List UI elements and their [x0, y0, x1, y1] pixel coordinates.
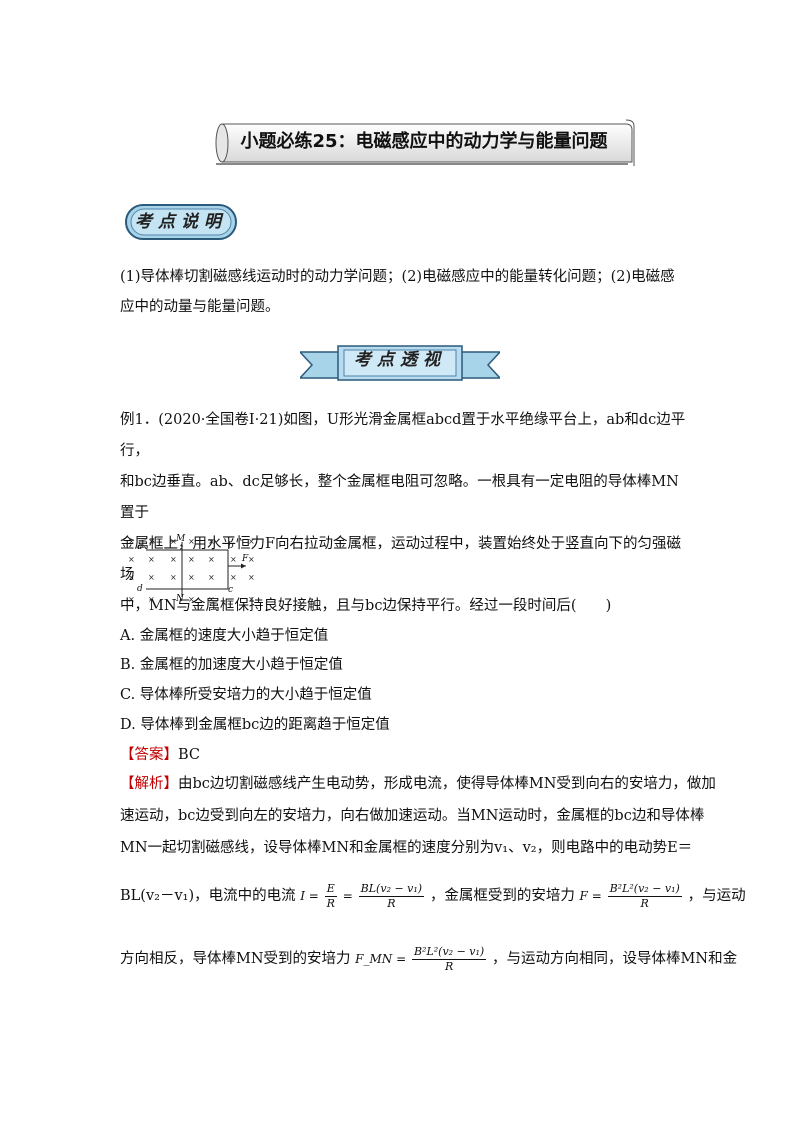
cross-mark: × — [188, 595, 195, 604]
answer-tag: 【答案】 — [120, 747, 178, 763]
section-badge-label: 考点说明 — [135, 212, 227, 232]
analysis-tag: 【解析】 — [120, 776, 178, 792]
fraction-num: E — [324, 882, 337, 897]
analysis-text-5b: ，与运动方向相同，设导体棒MN和金 — [492, 951, 738, 967]
fraction-den: R — [444, 960, 454, 973]
cross-mark: × — [248, 537, 255, 546]
circuit-figure: × × × × × × × × × × × × × × × × × × × × … — [126, 534, 266, 606]
cross-mark: × — [148, 555, 155, 564]
option-d: D. 导体棒到金属框bc边的距离趋于恒定值 — [120, 717, 390, 733]
cross-mark: × — [208, 537, 215, 546]
title-banner: 小题必练25：电磁感应中的动力学与能量问题 — [212, 118, 636, 168]
cross-mark: × — [128, 595, 135, 604]
cross-mark: × — [148, 595, 155, 604]
formula-force-mn-lhs: F_MN = — [355, 952, 407, 966]
cross-mark: × — [248, 595, 255, 604]
cross-mark: × — [230, 555, 237, 564]
section-badge-explain: 考点说明 — [124, 203, 238, 241]
cross-mark: × — [188, 555, 195, 564]
question-text-1: 如图，U形光滑金属框abcd置于水平绝缘平台上，ab和dc边平行， — [120, 412, 686, 459]
analysis-text-4a: BL(v₂－v₁)，电流中的电流 — [120, 888, 296, 904]
cross-mark: × — [208, 555, 215, 564]
force-arrow-head — [241, 563, 246, 569]
cross-mark: × — [230, 573, 237, 582]
cross-mark: × — [170, 555, 177, 564]
fraction: B²L²(v₂ − v₁)R — [607, 882, 682, 911]
label-a: a — [137, 542, 143, 552]
option-a: A. 金属框的速度大小趋于恒定值 — [120, 628, 329, 644]
analysis-text-4b: ，金属框受到的安培力 — [429, 888, 575, 904]
analysis-text-1: 由bc边切割磁感线产生电动势，形成电流，使得导体棒MN受到向右的安培力，做加 — [178, 776, 716, 792]
label-b: b — [228, 541, 234, 551]
cross-mark: × — [208, 595, 215, 604]
equals-sign: = — [342, 889, 353, 903]
cross-mark: × — [128, 573, 135, 582]
cross-mark: × — [128, 555, 135, 564]
label-c: c — [228, 585, 234, 595]
cross-mark: × — [188, 573, 195, 582]
cross-mark: × — [148, 573, 155, 582]
analysis-line-1: 【解析】由bc边切割磁感线产生电动势，形成电流，使得导体棒MN受到向右的安培力，… — [120, 772, 716, 793]
answer-line: 【答案】BC — [120, 743, 200, 764]
cross-mark: × — [208, 573, 215, 582]
question-source: (2020·全国卷I·21) — [158, 412, 284, 428]
fraction-num: B²L²(v₂ − v₁) — [607, 882, 682, 897]
fraction: B²L²(v₂ − v₁)R — [411, 945, 487, 974]
formula-force-lhs: F = — [579, 889, 602, 903]
analysis-line-5: 方向相反，导体棒MN受到的安培力 F_MN = B²L²(v₂ − v₁)R ，… — [120, 941, 737, 977]
question-line-4: 中，MN与金属框保持良好接触，且与bc边保持平行。经过一段时间后( ) — [120, 598, 612, 614]
explain-text: (1)导体棒切割磁感线运动时的动力学问题；(2)电磁感应中的能量转化问题；(2)… — [120, 269, 675, 315]
formula-force: F = B²L²(v₂ − v₁)R — [579, 882, 688, 910]
analysis-line-2: 速运动，bc边受到向左的安培力，向右做加速运动。当MN运动时，金属框的bc边和导… — [120, 808, 705, 824]
option-c: C. 导体棒所受安培力的大小趋于恒定值 — [120, 687, 372, 703]
cross-mark: × — [148, 537, 155, 546]
question-block: 例1．(2020·全国卷I·21)如图，U形光滑金属框abcd置于水平绝缘平台上… — [120, 405, 688, 622]
cross-mark: × — [188, 537, 195, 546]
analysis-line-3: MN一起切割磁感线，设导体棒MN和金属框的速度分别为v₁、v₂，则电路中的电动势… — [120, 840, 693, 856]
analysis-text-4c: ，与运动 — [687, 888, 746, 904]
page-title: 小题必练25：电磁感应中的动力学与能量问题 — [240, 131, 608, 152]
fraction-den: R — [640, 897, 649, 910]
option-b: B. 金属框的加速度大小趋于恒定值 — [120, 657, 343, 673]
analysis-text-5a: 方向相反，导体棒MN受到的安培力 — [120, 951, 351, 967]
label-n: N — [176, 594, 184, 604]
question-label: 例1． — [120, 412, 159, 428]
fraction-den: R — [387, 897, 396, 910]
answer-value: BC — [178, 747, 201, 763]
cross-mark: × — [248, 555, 255, 564]
fraction: BL(v₂ − v₁)R — [358, 882, 425, 911]
section-ribbon-label: 考点透视 — [354, 350, 446, 370]
formula-force-mn: F_MN = B²L²(v₂ − v₁)R — [355, 945, 492, 973]
question-line-1: 例1．(2020·全国卷I·21)如图，U形光滑金属框abcd置于水平绝缘平台上… — [120, 405, 688, 467]
fraction-den: R — [326, 897, 335, 910]
question-line-3: 金属框上，用水平恒力F向右拉动金属框，运动过程中，装置始终处于竖直向下的匀强磁场 — [120, 536, 682, 583]
cross-mark: × — [248, 573, 255, 582]
section-ribbon-insight: 考点透视 — [300, 342, 500, 386]
cross-mark: × — [128, 537, 135, 546]
magnetic-field-crosses: × × × × × × × × × × × × × × × × × × × × … — [128, 537, 255, 604]
cross-mark: × — [170, 573, 177, 582]
formula-current-lhs: I = — [300, 889, 319, 903]
label-d: d — [137, 584, 143, 594]
question-line-2: 和bc边垂直。ab、dc足够长，整个金属框电阻可忽略。一根具有一定电阻的导体棒M… — [120, 474, 679, 521]
label-m: M — [176, 534, 186, 544]
cross-mark: × — [170, 537, 177, 546]
fraction-num: B²L²(v₂ − v₁) — [411, 945, 487, 960]
label-f: F — [242, 554, 249, 564]
fraction-num: BL(v₂ − v₁) — [358, 882, 425, 897]
